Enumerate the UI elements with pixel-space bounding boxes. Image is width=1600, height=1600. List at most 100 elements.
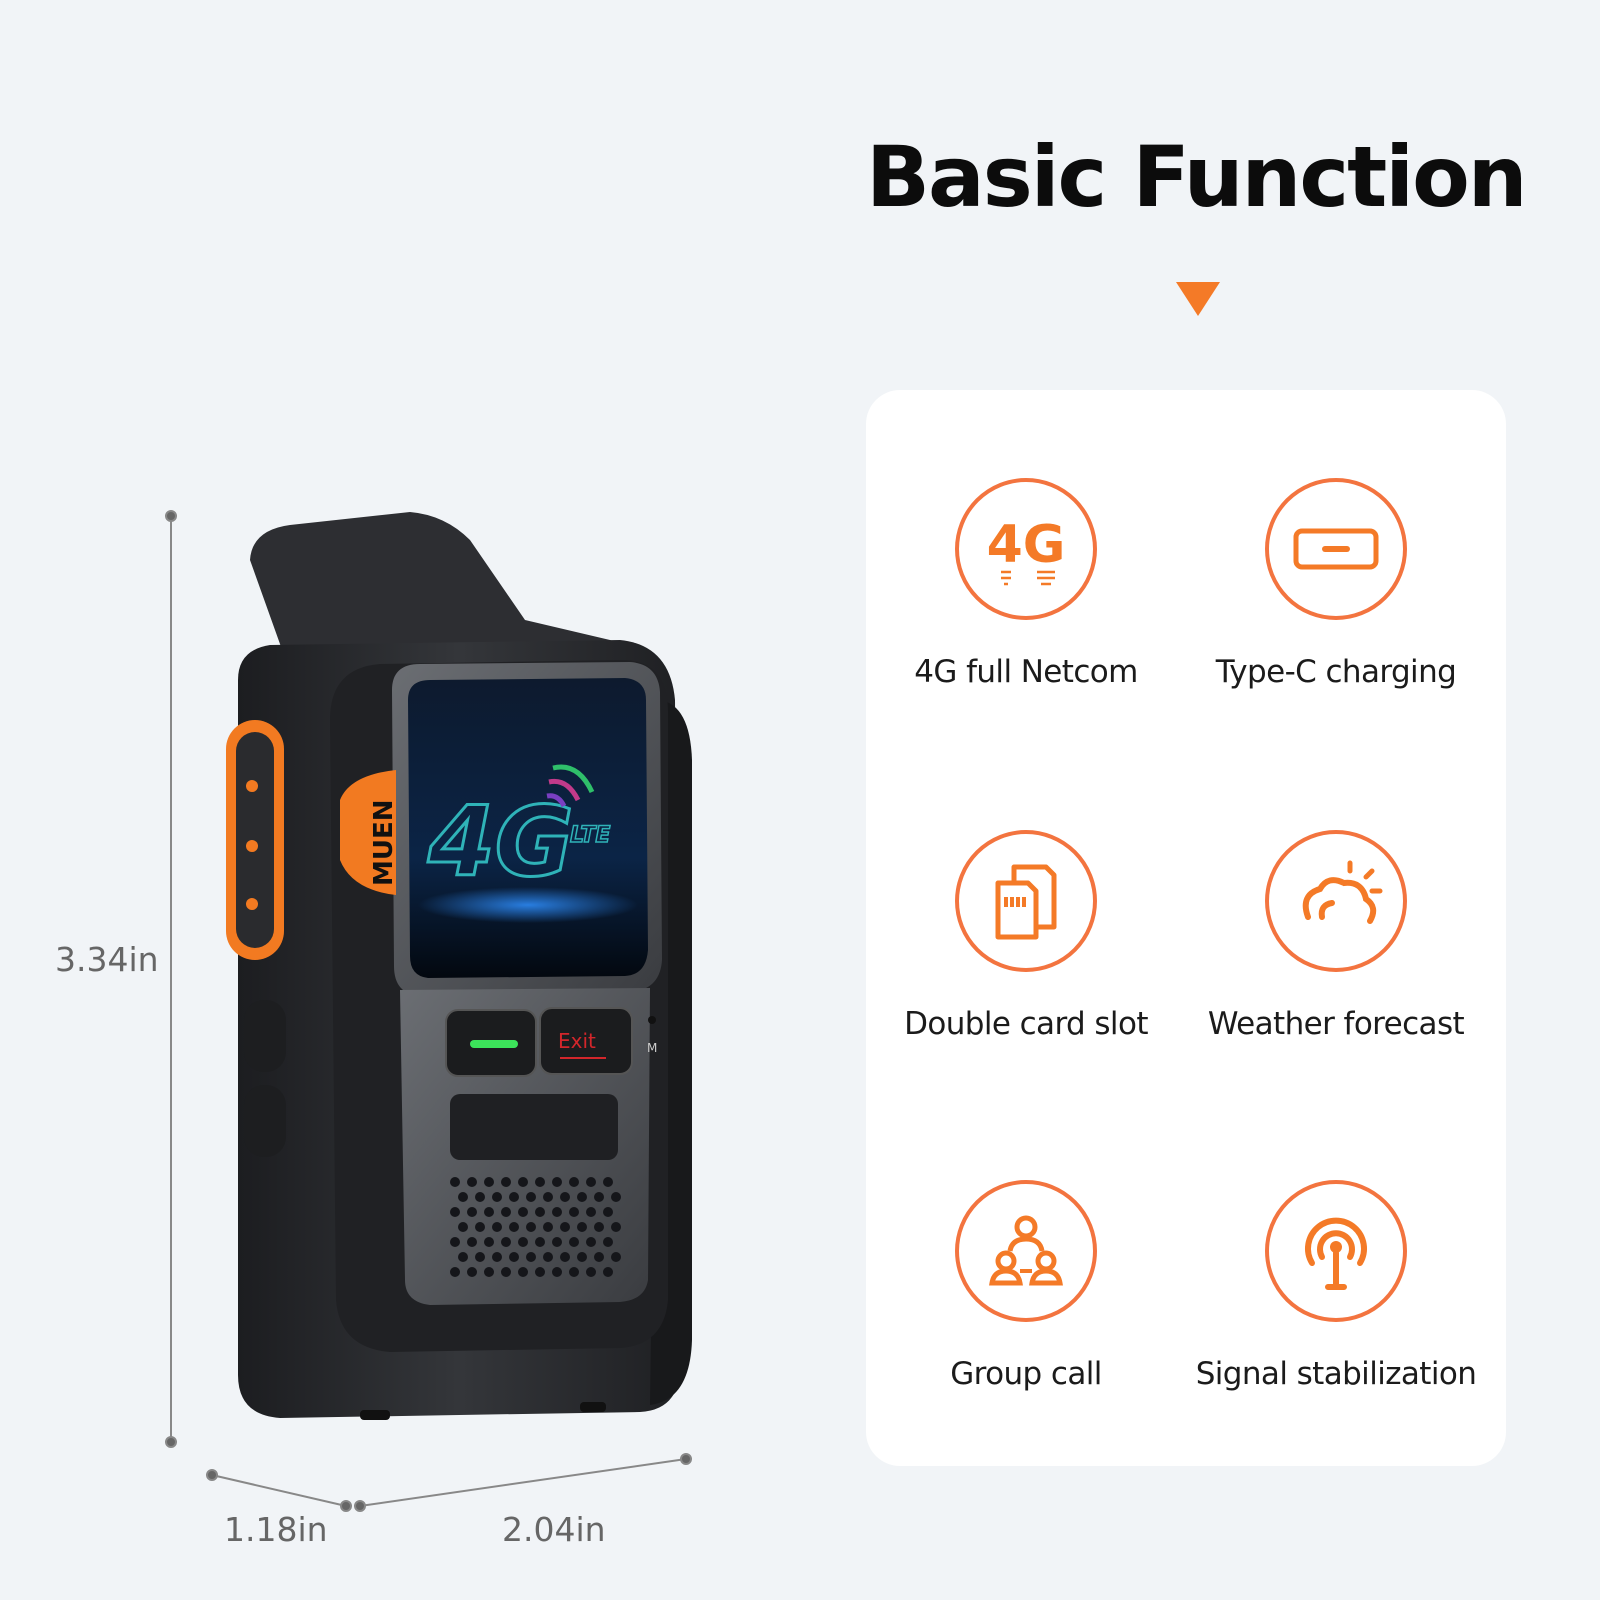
depth-dimension-label: 1.18in <box>224 1510 328 1549</box>
grille-hole <box>458 1252 468 1262</box>
side-button-lower <box>244 1085 286 1157</box>
grille-hole <box>518 1237 528 1247</box>
grille-hole <box>603 1207 613 1217</box>
grille-hole <box>458 1192 468 1202</box>
grille-hole <box>484 1237 494 1247</box>
grille-hole <box>603 1177 613 1187</box>
feature-label: Double card slot <box>904 1006 1148 1042</box>
side-button-upper <box>244 1000 286 1072</box>
grille-hole <box>475 1252 485 1262</box>
down-arrow-icon <box>1176 282 1220 316</box>
grille-hole <box>467 1177 477 1187</box>
grille-hole <box>467 1267 477 1277</box>
grille-hole <box>484 1267 494 1277</box>
feature-label: Signal stabilization <box>1195 1356 1477 1392</box>
mic-label: M <box>647 1041 657 1055</box>
grille-hole <box>475 1192 485 1202</box>
grille-hole <box>526 1192 536 1202</box>
grille-hole <box>594 1222 604 1232</box>
grille-hole <box>484 1207 494 1217</box>
grille-hole <box>577 1192 587 1202</box>
grille-hole <box>586 1177 596 1187</box>
4g-icon: 4G <box>955 478 1097 620</box>
grille-hole <box>450 1237 460 1247</box>
grille-hole <box>543 1252 553 1262</box>
weather-icon <box>1265 830 1407 972</box>
feature-double-card: Double card slot <box>866 830 1186 1042</box>
grille-hole <box>611 1222 621 1232</box>
grille-hole <box>552 1207 562 1217</box>
depth-dimension-line <box>206 1469 352 1512</box>
width-dimension-label: 2.04in <box>502 1510 606 1549</box>
device-illustration: 4G LTE MUEN Exit M <box>165 510 692 1512</box>
type-c-port-icon <box>1265 478 1407 620</box>
grille-hole <box>552 1177 562 1187</box>
height-dimension-line <box>165 510 177 1448</box>
svg-text:4G: 4G <box>987 515 1066 575</box>
mic-hole <box>648 1016 656 1024</box>
feature-label: Type-C charging <box>1215 654 1457 690</box>
grille-hole <box>560 1252 570 1262</box>
grille-hole <box>467 1237 477 1247</box>
grille-hole <box>450 1177 460 1187</box>
feature-label: Weather forecast <box>1207 1006 1465 1042</box>
grille-hole <box>535 1177 545 1187</box>
grille-hole <box>594 1252 604 1262</box>
grille-hole <box>458 1222 468 1232</box>
sim-card-icon <box>955 830 1097 972</box>
grille-hole <box>569 1177 579 1187</box>
grille-hole <box>518 1267 528 1277</box>
signal-tower-icon <box>1265 1180 1407 1322</box>
grille-hole <box>475 1222 485 1232</box>
grille-hole <box>492 1222 502 1232</box>
grille-hole <box>501 1207 511 1217</box>
feature-group-call: Group call <box>866 1180 1186 1392</box>
exit-label: Exit <box>558 1029 596 1053</box>
grille-hole <box>569 1267 579 1277</box>
grille-hole <box>569 1237 579 1247</box>
width-dimension-line <box>354 1453 692 1512</box>
grille-hole <box>543 1192 553 1202</box>
grille-hole <box>543 1222 553 1232</box>
grille-hole <box>450 1207 460 1217</box>
grille-hole <box>594 1192 604 1202</box>
grille-hole <box>509 1252 519 1262</box>
feature-card: 4G 4G full Netcom Type-C charging Double… <box>866 390 1506 1466</box>
grille-hole <box>467 1207 477 1217</box>
grille-hole <box>535 1267 545 1277</box>
screen-4g-text: 4G <box>427 786 574 898</box>
grille-hole <box>518 1177 528 1187</box>
grille-hole <box>450 1267 460 1277</box>
grille-hole <box>501 1177 511 1187</box>
grille-hole <box>501 1237 511 1247</box>
grille-hole <box>509 1222 519 1232</box>
feature-type-c: Type-C charging <box>1176 478 1496 690</box>
grille-hole <box>586 1237 596 1247</box>
grille-hole <box>509 1192 519 1202</box>
grille-hole <box>492 1192 502 1202</box>
grille-hole <box>611 1252 621 1262</box>
grille-hole <box>535 1207 545 1217</box>
grille-hole <box>586 1207 596 1217</box>
brand-logo-text: MUEN <box>369 799 399 886</box>
brand-tab <box>340 770 396 895</box>
screen-lte-text: LTE <box>570 823 610 848</box>
page-title: Basic Function <box>866 128 1528 226</box>
feature-weather: Weather forecast <box>1176 830 1496 1042</box>
grille-hole <box>535 1237 545 1247</box>
feature-label: Group call <box>950 1356 1102 1392</box>
height-dimension-label: 3.34in <box>55 940 159 979</box>
grille-hole <box>603 1267 613 1277</box>
grille-hole <box>518 1207 528 1217</box>
grille-hole <box>577 1252 587 1262</box>
group-icon <box>955 1180 1097 1322</box>
grille-hole <box>569 1207 579 1217</box>
grille-hole <box>611 1192 621 1202</box>
grille-hole <box>577 1222 587 1232</box>
grille-hole <box>552 1267 562 1277</box>
grille-hole <box>560 1222 570 1232</box>
grille-hole <box>501 1267 511 1277</box>
feature-label: 4G full Netcom <box>914 654 1138 690</box>
grille-hole <box>560 1192 570 1202</box>
grille-hole <box>603 1237 613 1247</box>
